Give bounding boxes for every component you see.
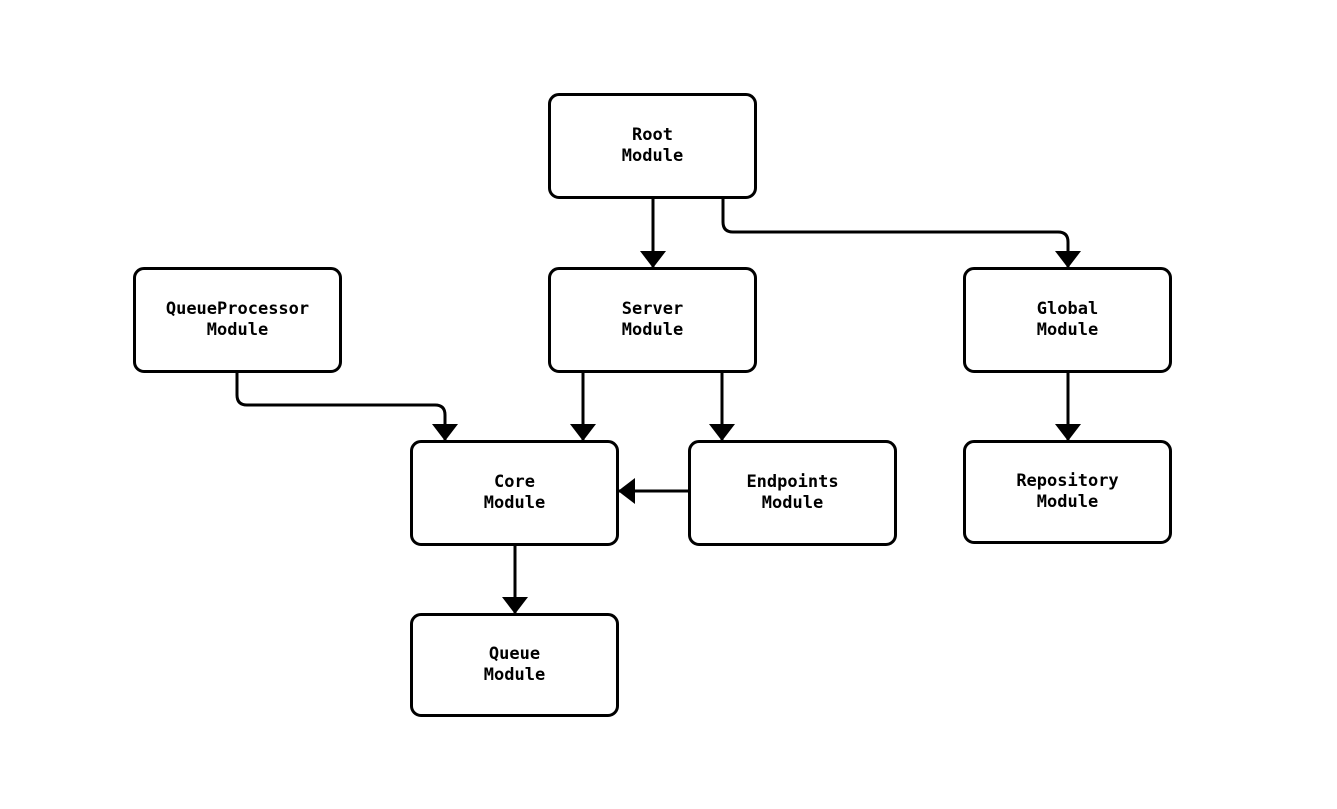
node-label: Server Module bbox=[621, 299, 684, 340]
node-label: Global Module bbox=[1036, 299, 1099, 340]
node-label: Root Module bbox=[621, 125, 684, 166]
node-repository-module: Repository Module bbox=[963, 440, 1172, 544]
edge-root-to-global bbox=[721, 199, 1081, 268]
node-queueprocessor-module: QueueProcessor Module bbox=[133, 267, 342, 373]
edge-queueprocessor-to-core bbox=[235, 373, 458, 441]
node-label: Core Module bbox=[483, 472, 546, 513]
node-core-module: Core Module bbox=[410, 440, 619, 546]
node-label: Queue Module bbox=[483, 644, 546, 685]
node-queue-module: Queue Module bbox=[410, 613, 619, 717]
node-global-module: Global Module bbox=[963, 267, 1172, 373]
node-server-module: Server Module bbox=[548, 267, 757, 373]
node-label: Repository Module bbox=[1016, 471, 1119, 512]
node-label: QueueProcessor Module bbox=[165, 299, 310, 340]
node-endpoints-module: Endpoints Module bbox=[688, 440, 897, 546]
node-label: Endpoints Module bbox=[746, 472, 839, 513]
node-root-module: Root Module bbox=[548, 93, 757, 199]
